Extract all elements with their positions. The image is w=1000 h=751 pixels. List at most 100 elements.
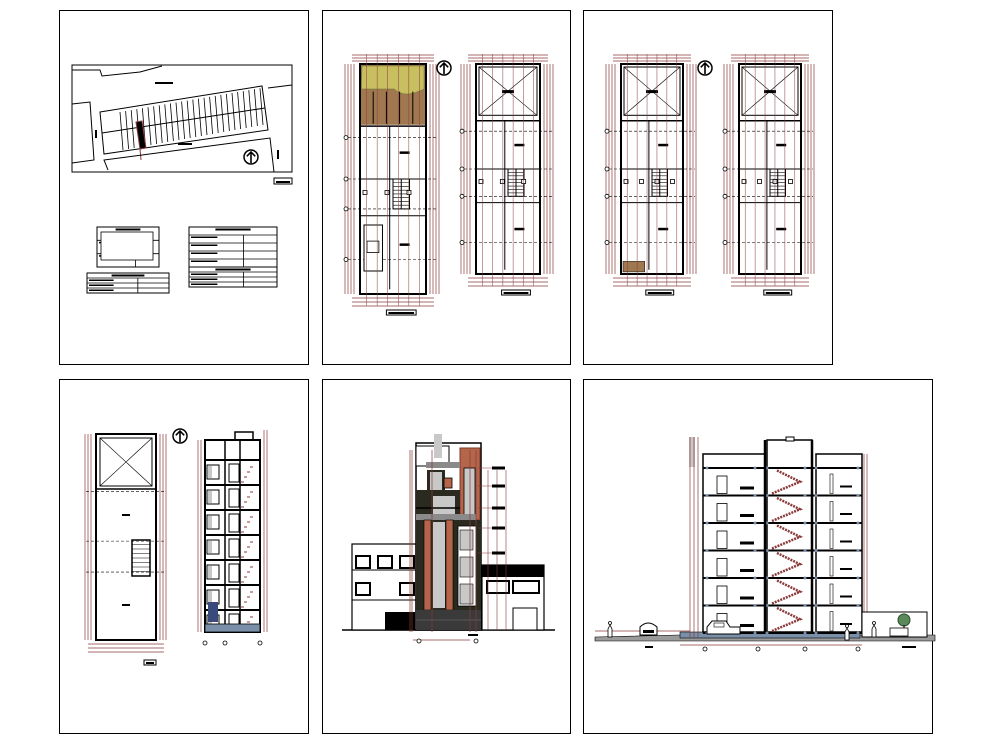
table-cell-text bbox=[191, 278, 218, 280]
glazing bbox=[208, 541, 212, 553]
axis-bubble bbox=[459, 240, 465, 245]
column-node bbox=[814, 521, 818, 525]
car-window bbox=[713, 622, 725, 628]
car-roof bbox=[366, 240, 380, 254]
person-icon bbox=[844, 624, 850, 641]
column-node bbox=[814, 549, 818, 552]
block-right bbox=[267, 84, 293, 89]
street-label-mark bbox=[155, 82, 173, 84]
rect bbox=[503, 292, 529, 294]
lot-line bbox=[181, 101, 185, 140]
column-node bbox=[803, 576, 807, 580]
window-glazing bbox=[430, 472, 442, 492]
glazing bbox=[208, 491, 212, 503]
north-arrow-icon bbox=[436, 60, 452, 76]
column-node bbox=[765, 631, 769, 635]
north-arrow-icon bbox=[172, 428, 188, 444]
column-node bbox=[705, 549, 709, 552]
north-arrow-glyph bbox=[700, 61, 710, 74]
axis-bubble bbox=[802, 646, 808, 652]
window bbox=[459, 583, 474, 605]
table-cell-text bbox=[191, 260, 218, 262]
furniture bbox=[740, 624, 754, 627]
room-label-mark bbox=[514, 143, 525, 147]
roof-parapet bbox=[689, 437, 695, 467]
garage-door bbox=[385, 612, 415, 630]
title-block bbox=[501, 289, 531, 296]
site-plan-frame bbox=[71, 64, 293, 173]
window bbox=[829, 556, 834, 577]
roof-vent bbox=[785, 436, 795, 442]
axis-bubble bbox=[722, 193, 728, 199]
label-mark bbox=[468, 634, 478, 636]
door bbox=[716, 558, 728, 577]
door bbox=[228, 588, 240, 608]
stair-flight bbox=[771, 496, 804, 523]
axis-bubble bbox=[343, 135, 349, 141]
table-header bbox=[215, 268, 251, 271]
rect bbox=[95, 130, 97, 138]
fixture bbox=[362, 190, 368, 195]
column-node bbox=[856, 631, 860, 635]
table-cell-text bbox=[191, 273, 218, 275]
column-node bbox=[814, 604, 818, 607]
column-node bbox=[753, 631, 757, 635]
floor-plan bbox=[343, 54, 440, 316]
neighbor-window bbox=[399, 582, 415, 596]
lot-line bbox=[175, 102, 180, 141]
column-node bbox=[753, 494, 757, 497]
entry-area bbox=[622, 261, 645, 273]
stair-flight bbox=[771, 551, 804, 578]
column-node bbox=[856, 604, 860, 607]
rect bbox=[146, 662, 154, 664]
annotation-mark bbox=[492, 551, 505, 555]
lot-line bbox=[226, 93, 230, 132]
person-icon bbox=[871, 621, 877, 638]
car-icon bbox=[639, 622, 658, 636]
accent-pillar bbox=[423, 519, 432, 611]
axis-bubble bbox=[722, 166, 728, 172]
longitudinal-section bbox=[594, 436, 936, 652]
title-block bbox=[385, 309, 417, 316]
column-node bbox=[705, 576, 709, 580]
north-arrow-icon bbox=[243, 149, 259, 165]
column-node bbox=[803, 494, 807, 497]
floor-plan bbox=[459, 54, 554, 296]
window bbox=[829, 611, 834, 632]
lot-line bbox=[153, 106, 157, 145]
floor-plan bbox=[604, 54, 697, 296]
column-node bbox=[803, 604, 807, 607]
annotation-mark bbox=[492, 484, 505, 488]
fixture bbox=[521, 179, 527, 184]
stair-volume bbox=[766, 439, 813, 633]
window bbox=[459, 529, 474, 551]
axis-bubble bbox=[604, 193, 610, 199]
neighbor-window bbox=[512, 580, 540, 594]
accent-block bbox=[443, 477, 453, 489]
floor-plan bbox=[722, 54, 815, 296]
foundation bbox=[204, 623, 261, 633]
glazing bbox=[208, 591, 212, 603]
car-window bbox=[643, 630, 654, 633]
window bbox=[459, 556, 474, 578]
lot-line bbox=[220, 94, 225, 133]
table-header bbox=[115, 228, 141, 231]
lot-line bbox=[125, 111, 129, 150]
axis-bubble bbox=[702, 646, 708, 652]
glazing bbox=[208, 466, 212, 478]
column-node bbox=[856, 521, 860, 525]
axis-bubble bbox=[722, 128, 728, 134]
door bbox=[716, 475, 728, 494]
door bbox=[228, 488, 240, 508]
axis-bubble bbox=[722, 240, 728, 245]
rect bbox=[276, 181, 290, 183]
block-bottom bbox=[103, 137, 275, 173]
roof-plan bbox=[84, 433, 167, 666]
lot-line bbox=[147, 107, 152, 146]
axis-bubble bbox=[459, 128, 465, 134]
axis-bubble bbox=[416, 638, 422, 644]
lot-line bbox=[248, 90, 253, 128]
axis-bubble bbox=[343, 257, 349, 262]
title-block bbox=[763, 289, 793, 296]
